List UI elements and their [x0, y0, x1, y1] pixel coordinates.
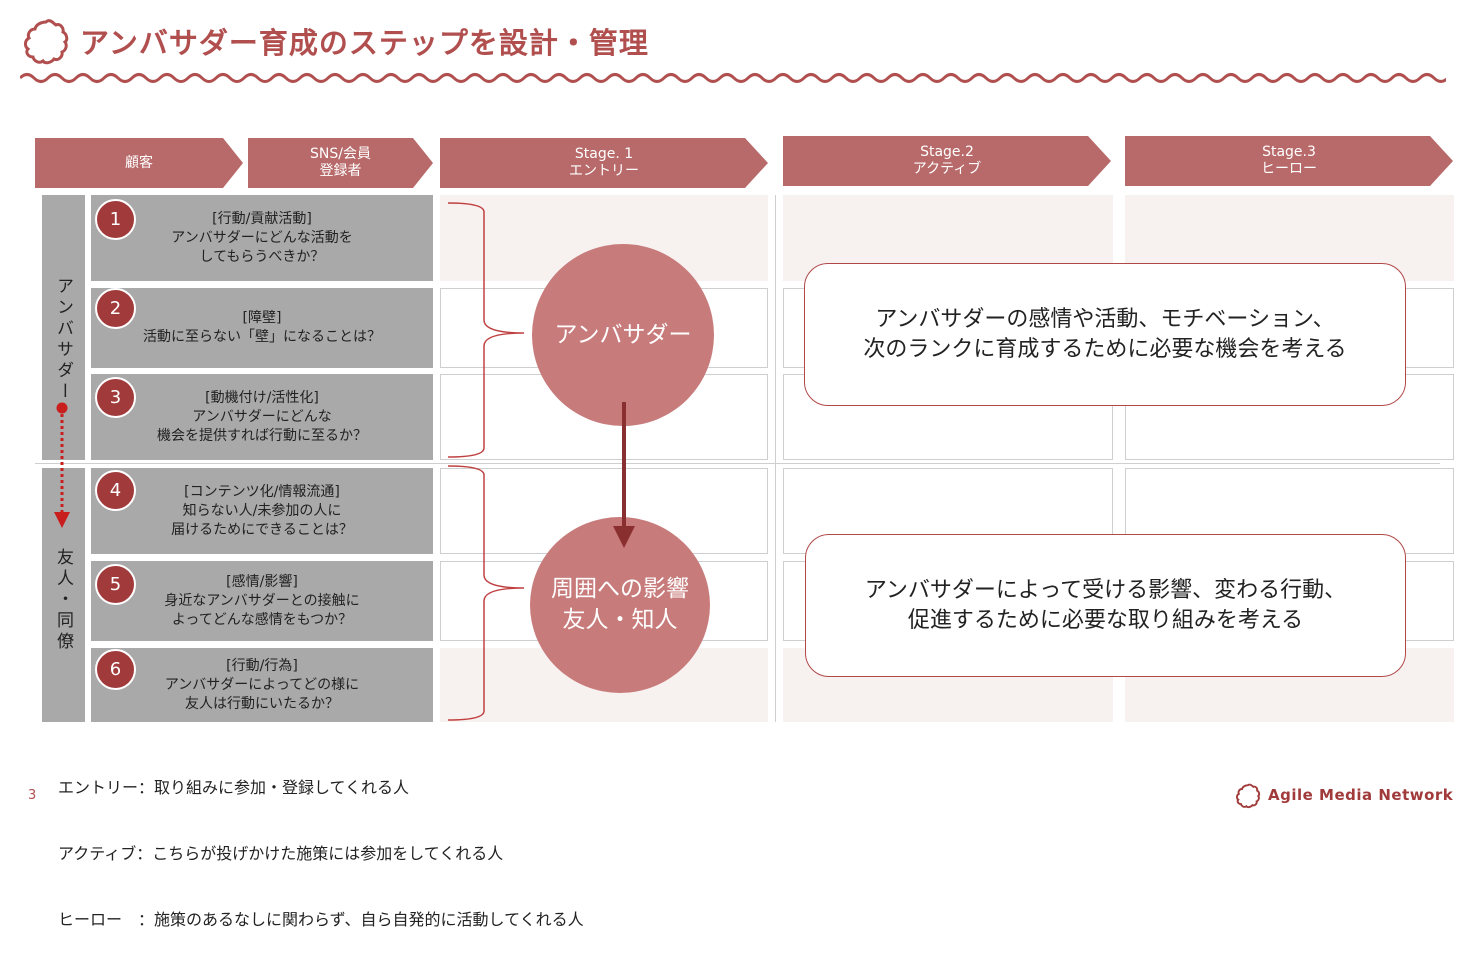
- header-stage1-line1: Stage. 1: [574, 146, 634, 162]
- legend: エントリー：取り組みに参加・登録してくれる人 アクティブ：こちらが投げかけた施策…: [58, 733, 584, 953]
- number-badge-5: 5: [95, 564, 136, 605]
- down-arrow-icon: [613, 402, 635, 548]
- number-badge-3: 3: [95, 377, 136, 418]
- header-stage3: Stage.3 ヒーロー: [1125, 136, 1453, 186]
- header-sns: SNS/会員 登録者: [248, 138, 433, 188]
- header-stage2-line2: アクティブ: [912, 161, 982, 177]
- header-stage3-line2: ヒーロー: [1261, 161, 1317, 177]
- page-number: 3: [28, 788, 37, 803]
- header-sns-line2: 登録者: [319, 163, 362, 179]
- circle-influence-line2: 友人・知人: [562, 607, 678, 633]
- circle-ambassador: アンバサダー: [532, 244, 714, 426]
- flower-logo-icon: [1236, 783, 1261, 809]
- wavy-divider: [20, 73, 1446, 83]
- header-sns-line1: SNS/会員: [310, 146, 371, 162]
- row-divider: [35, 463, 1440, 464]
- number-badge-1: 1: [95, 199, 136, 240]
- message-top-line1: アンバサダーの感情や活動、モチベーション、: [875, 306, 1335, 332]
- flow-arrow-icon: [54, 402, 70, 528]
- header-stage1: Stage. 1 エントリー: [440, 138, 768, 188]
- question-6-line: 友人は行動にいたるか？: [185, 695, 339, 712]
- question-2-line: 活動に至らない「壁」になることは？: [143, 329, 381, 345]
- question-1-line: してもらうべきか？: [199, 248, 325, 265]
- question-4-line: 知らない人/未参加の人に: [182, 502, 342, 519]
- message-box-top: アンバサダーの感情や活動、モチベーション、 次のランクに育成するために必要な機会…: [804, 263, 1406, 406]
- bracket-top: [447, 202, 525, 458]
- question-5-line: [感情/影響]: [226, 573, 298, 590]
- number-badge-4: 4: [95, 470, 136, 511]
- side-label-friends-text: 友人・同僚: [53, 548, 73, 653]
- question-6-line: アンバサダーによってどの様に: [164, 676, 360, 693]
- header-customer: 顧客: [35, 138, 243, 188]
- circle-influence-line1: 周囲への影響: [551, 576, 689, 602]
- question-box-1: [行動/貢献活動] アンバサダーにどんな活動を してもらうべきか？: [91, 195, 433, 281]
- question-4-line: 届けるためにできることは？: [171, 521, 353, 538]
- question-box-5: [感情/影響] 身近なアンバサダーとの接触に よってどんな感情をもつか？: [91, 561, 433, 641]
- question-box-3: [動機付け/活性化] アンバサダーにどんな 機会を提供すれば行動に至るか？: [91, 374, 433, 460]
- question-box-4: [コンテンツ化/情報流通] 知らない人/未参加の人に 届けるためにできることは？: [91, 468, 433, 554]
- number-badge-6: 6: [95, 649, 136, 690]
- circle-ambassador-label: アンバサダー: [554, 321, 692, 348]
- legend-entry: ヒーロー ：施策のあるなしに関わらず、自ら自発的に活動してくれる人: [58, 910, 584, 929]
- question-3-line: 機会を提供すれば行動に至るか？: [157, 427, 367, 444]
- side-label-ambassador-text: アンバサダー: [53, 277, 73, 403]
- legend-entry: アクティブ：こちらが投げかけた施策には参加をしてくれる人: [58, 844, 504, 863]
- question-3-line: アンバサダーにどんな: [192, 408, 332, 425]
- header-stage2-line1: Stage.2: [920, 144, 974, 160]
- message-top-line2: 次のランクに育成するために必要な機会を考える: [863, 336, 1347, 362]
- brand-name: Agile Media Network: [1268, 786, 1454, 804]
- header-customer-label: 顧客: [125, 154, 153, 171]
- page-title: アンバサダー育成のステップを設計・管理: [80, 26, 649, 60]
- question-3-line: [動機付け/活性化]: [205, 389, 319, 406]
- bracket-bottom: [447, 465, 525, 721]
- question-2-line: [障壁]: [242, 310, 282, 326]
- number-badge-2: 2: [95, 288, 136, 329]
- question-4-line: [コンテンツ化/情報流通]: [184, 483, 340, 500]
- message-bottom-line2: 促進するために必要な取り組みを考える: [907, 607, 1304, 633]
- legend-entry: エントリー：取り組みに参加・登録してくれる人: [58, 778, 410, 797]
- header-stage3-line1: Stage.3: [1262, 144, 1316, 160]
- question-5-line: 身近なアンバサダーとの接触に: [164, 592, 360, 609]
- question-6-line: [行動/行為]: [226, 657, 298, 674]
- message-box-bottom: アンバサダーによって受ける影響、変わる行動、 促進するために必要な取り組みを考え…: [805, 534, 1406, 677]
- question-1-line: アンバサダーにどんな活動を: [171, 229, 353, 246]
- message-bottom-line1: アンバサダーによって受ける影響、変わる行動、: [864, 577, 1347, 603]
- question-box-6: [行動/行為] アンバサダーによってどの様に 友人は行動にいたるか？: [91, 648, 433, 722]
- question-1-line: [行動/貢献活動]: [212, 210, 312, 227]
- header-stage2: Stage.2 アクティブ: [783, 136, 1111, 186]
- question-5-line: よってどんな感情をもつか？: [171, 611, 353, 628]
- column-divider: [775, 195, 776, 722]
- header-stage1-line2: エントリー: [569, 163, 639, 179]
- circle-influence: 周囲への影響 友人・知人: [530, 517, 710, 693]
- question-box-2: [障壁] 活動に至らない「壁」になることは？: [91, 288, 433, 368]
- flower-logo-icon: [24, 19, 69, 65]
